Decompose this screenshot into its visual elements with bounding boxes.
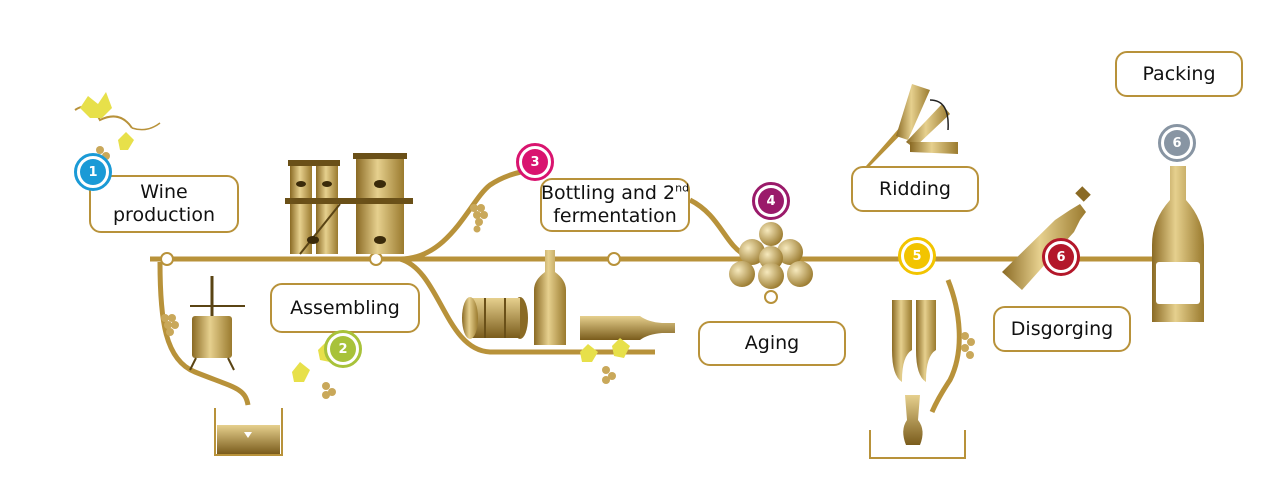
node-wine xyxy=(161,253,173,265)
riddling-rack-icon xyxy=(866,84,958,166)
aging-branch xyxy=(690,200,745,255)
step-7-label-text: Packing xyxy=(1142,63,1215,86)
bottle-icon xyxy=(534,250,675,345)
barrel-icon xyxy=(462,297,528,339)
step-2-label-text: Assembling xyxy=(290,297,400,320)
node-bottling xyxy=(608,253,620,265)
step-6-label-text: Disgorging xyxy=(1011,318,1113,341)
fermentation-tanks-icon xyxy=(285,153,413,254)
node-aging xyxy=(765,291,777,303)
vat-icon xyxy=(215,408,282,455)
step-5-label: Ridding xyxy=(851,166,979,212)
step-6-badge: 6 xyxy=(1042,238,1080,276)
step-3-label: Bottling and 2nd fermentation xyxy=(540,178,690,232)
step-6-label: Disgorging xyxy=(993,306,1131,352)
ridding-branch xyxy=(932,280,959,412)
stacked-bottles-icon xyxy=(729,222,813,289)
step-4-number: 4 xyxy=(758,188,784,214)
step-1-label-line1: Wine xyxy=(140,181,187,204)
step-4-badge: 4 xyxy=(752,182,790,220)
step-3-label-main: Bottling and 2 xyxy=(541,182,675,204)
node-assembling xyxy=(370,253,382,265)
step-5-badge: 5 xyxy=(898,237,936,275)
step-7-label: Packing xyxy=(1115,51,1243,97)
step-5-label-text: Ridding xyxy=(879,178,951,201)
step-1-label-line2: production xyxy=(113,204,215,227)
grape-vine-icon-lower xyxy=(580,338,630,384)
step-1-badge: 1 xyxy=(74,153,112,191)
step-3-label-sup: nd xyxy=(675,182,689,195)
step-2-label: Assembling xyxy=(270,283,420,333)
step-2-badge: 2 xyxy=(324,330,362,368)
step-4-label-text: Aging xyxy=(745,332,799,355)
step-4-label: Aging xyxy=(698,321,846,366)
grape-cluster-icon-3 xyxy=(470,204,488,233)
wine-press-icon xyxy=(190,276,245,370)
step-3-number: 3 xyxy=(522,149,548,175)
step-3-label-line2: fermentation xyxy=(553,205,677,228)
champagne-bottle-icon xyxy=(1152,166,1204,322)
step-2-number: 2 xyxy=(330,336,356,362)
step-6-number: 6 xyxy=(1048,244,1074,270)
step-7-number: 6 xyxy=(1164,130,1190,156)
step-3-label-line1: Bottling and 2nd xyxy=(541,182,689,205)
disgorging-bottle-icon xyxy=(1002,186,1091,290)
grape-vine-icon xyxy=(75,92,160,162)
step-1-number: 1 xyxy=(80,159,106,185)
riddling-bottles-icon xyxy=(892,300,975,382)
step-7-badge: 6 xyxy=(1158,124,1196,162)
step-3-badge: 3 xyxy=(516,143,554,181)
step-1-label: Wine production xyxy=(89,175,239,233)
disgorging-basin-icon xyxy=(870,395,965,458)
upper-branch xyxy=(400,170,530,259)
step-5-number: 5 xyxy=(904,243,930,269)
